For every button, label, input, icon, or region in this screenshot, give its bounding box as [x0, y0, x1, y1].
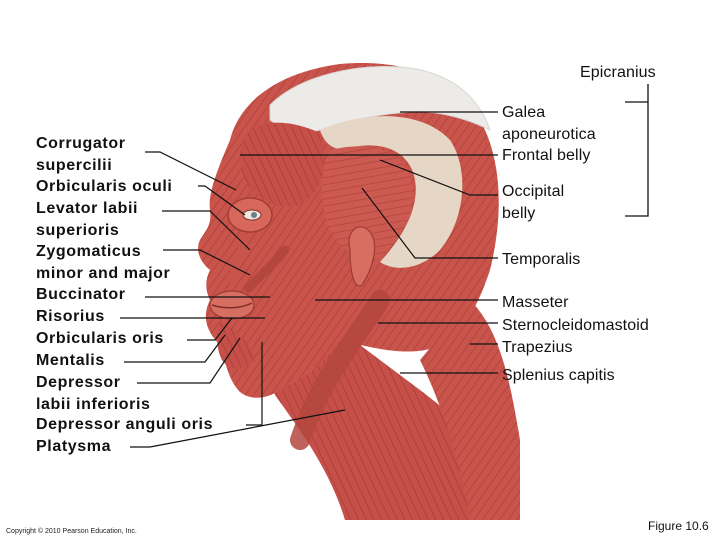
orbicularis-oris-shape [209, 290, 255, 320]
ear-shape [348, 226, 376, 287]
label-orbicularis-oculi: Orbicularis oculi [36, 178, 173, 195]
label-depressor-anguli-oris: Depressor anguli oris [36, 416, 214, 433]
levator-shape [228, 234, 249, 282]
label-zygomaticus: Zygomaticus minor and major [36, 243, 171, 282]
label-frontal-belly: Frontal belly [502, 147, 591, 164]
left-leader-lines [120, 151, 346, 448]
scm-shape [290, 290, 390, 450]
label-temporalis: Temporalis [502, 251, 581, 268]
iris-shape [251, 212, 257, 218]
label-epicranius: Epicranius [580, 64, 656, 81]
label-trapezius: Trapezius [502, 339, 573, 356]
figure-number: Figure 10.6 [648, 519, 709, 533]
right-leader-lines [240, 111, 498, 374]
label-buccinator: Buccinator [36, 286, 126, 303]
label-corrugator-supercilii: Corrugator supercilii [36, 135, 126, 174]
tendon-band [320, 116, 463, 268]
label-levator-labii: Levator labii superioris [36, 200, 139, 239]
zygomaticus-shape [243, 245, 290, 293]
label-sternocleidomastoid: Sternocleidomastoid [502, 317, 649, 334]
epicranius-bracket [625, 101, 649, 217]
masseter-shape [278, 265, 336, 335]
frontal-belly-shape [240, 122, 325, 207]
label-occipital-belly: Occipital belly [502, 183, 565, 222]
trapezius-shape [420, 300, 520, 520]
label-splenius-capitis: Splenius capitis [502, 367, 615, 384]
label-orbicularis-oris: Orbicularis oris [36, 330, 164, 347]
label-galea: Galea aponeurotica [502, 104, 596, 143]
lip-line [211, 302, 253, 309]
label-risorius: Risorius [36, 308, 105, 325]
copyright-notice: Copyright © 2010 Pearson Education, Inc. [6, 528, 137, 535]
temporalis-shape [321, 146, 413, 259]
galea-shape [269, 66, 491, 134]
label-platysma: Platysma [36, 438, 112, 455]
label-masseter: Masseter [502, 294, 569, 311]
label-depressor-labii: Depressor labii inferioris [36, 374, 151, 413]
label-mentalis: Mentalis [36, 352, 105, 369]
